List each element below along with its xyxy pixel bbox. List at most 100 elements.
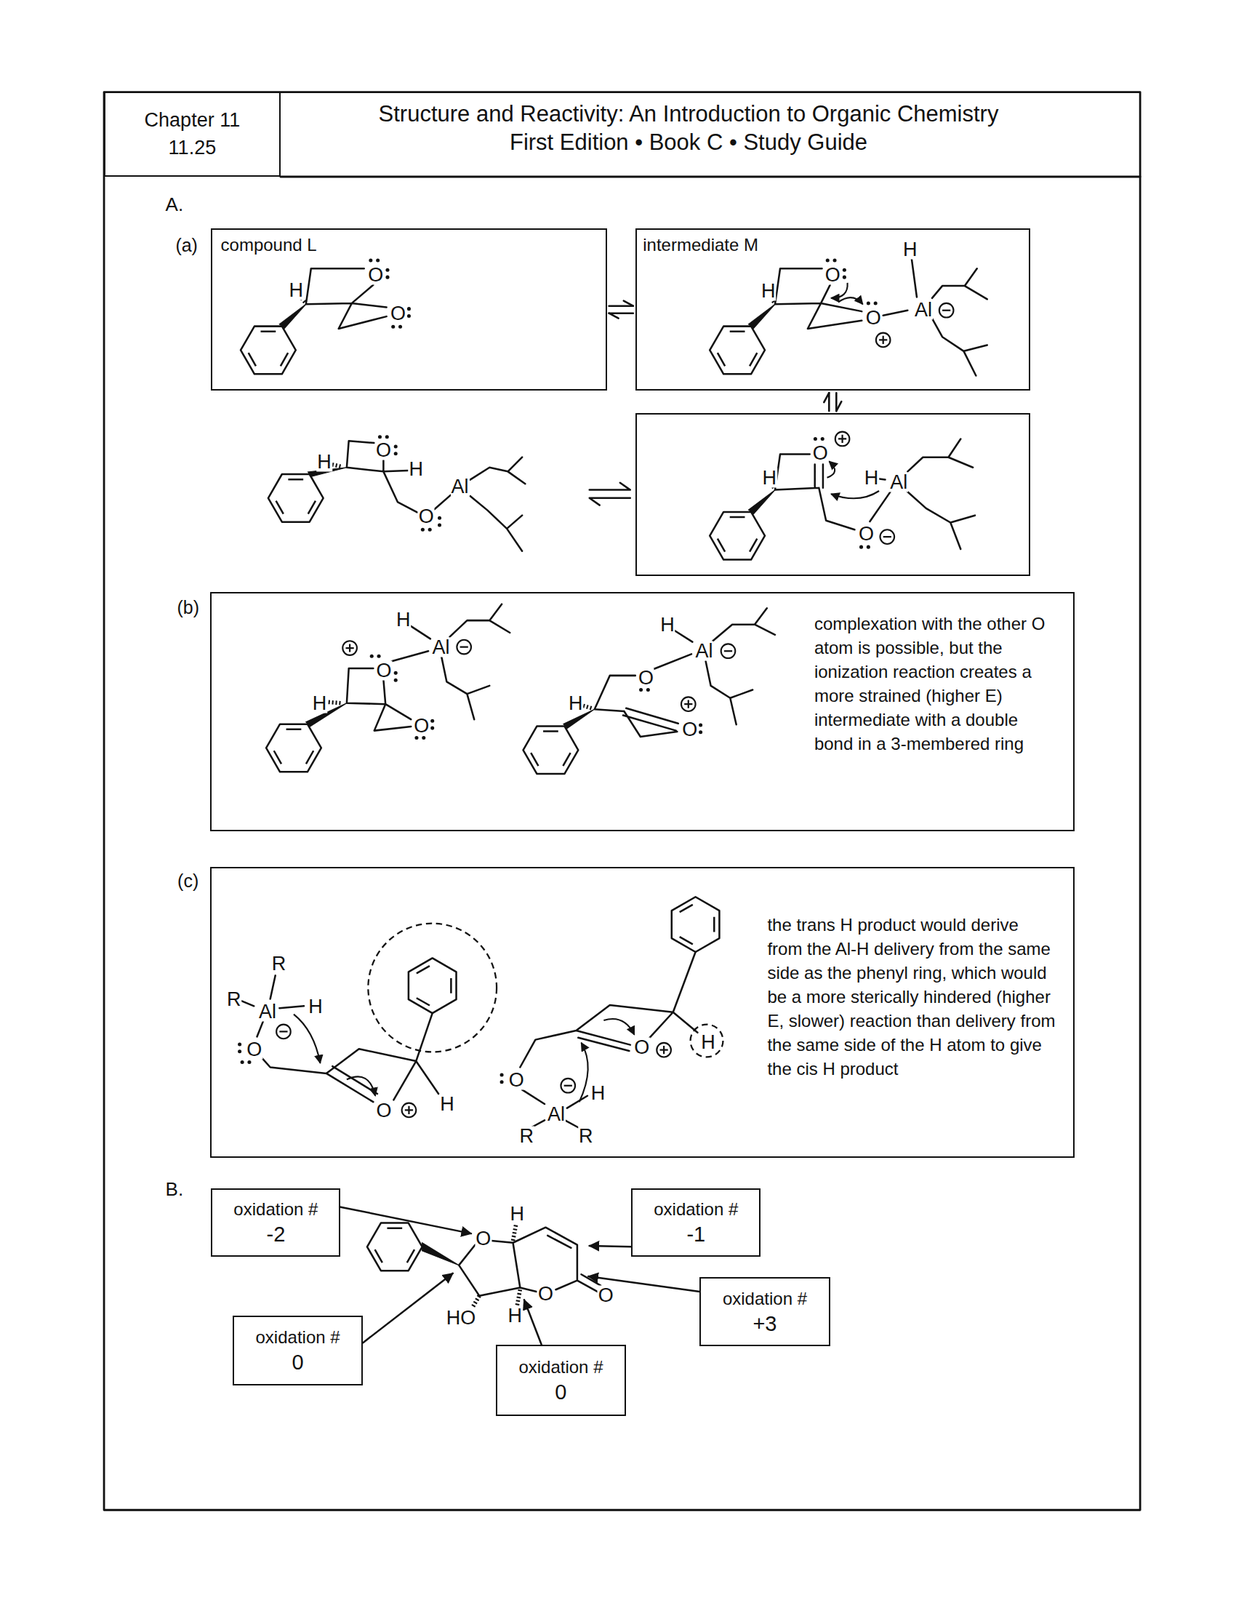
part-heading: (b): [176, 596, 200, 618]
leader-arrows: [340, 1206, 700, 1345]
oxocarbenium-structure: [709, 431, 975, 560]
lactone-structure: [471, 1223, 520, 1308]
hydride-delivery-structures: [579, 1042, 589, 1102]
complexation-structures: [721, 643, 736, 658]
aluminum-alkoxide-structure: [268, 434, 631, 552]
atom-label: O: [418, 506, 435, 526]
complexation-structures: [639, 687, 650, 692]
lactone-structure: [458, 1227, 601, 1296]
hydride-delivery-structures: [346, 1076, 376, 1095]
atom-label: O: [681, 719, 698, 740]
compound-l-structure: [279, 303, 306, 328]
leader-arrows: [524, 1299, 542, 1345]
intermediate-m-structure: [876, 332, 891, 348]
oxidation-box: oxidation #0: [495, 1344, 627, 1416]
atom-label: O: [508, 1069, 525, 1090]
oxocarbenium-structure: [835, 431, 850, 447]
oxocarbenium-structure: [879, 529, 895, 544]
aluminum-alkoxide-structure: [394, 444, 398, 456]
intermediate-m-structure: [866, 301, 878, 305]
hydride-delivery-structures: [560, 1078, 576, 1093]
atom-label: H: [761, 468, 778, 488]
atom-label: H: [288, 279, 305, 300]
arrow-line: [623, 301, 634, 307]
atom-label: O: [412, 715, 430, 736]
oxocarbenium-structure: [709, 511, 765, 560]
atom-label: H: [700, 1031, 717, 1052]
equilibrium-arrow: [823, 392, 842, 411]
problem-number: 11.25: [168, 135, 217, 160]
complexation-structures: [342, 640, 357, 656]
oxidation-box: oxidation #0: [232, 1315, 364, 1385]
complexation-structures: [523, 725, 579, 774]
oxidation-box: oxidation #-1: [631, 1188, 761, 1257]
hydride-delivery-structures: [603, 1018, 634, 1035]
hydride-delivery-structures: [690, 1024, 724, 1058]
oxidation-box: oxidation #+3: [699, 1276, 831, 1346]
intermediate-m-structure: [709, 326, 765, 375]
compound-l-structure: [368, 258, 380, 262]
intermediate-m-structure: [939, 303, 954, 318]
atom-label: Al: [546, 1104, 566, 1125]
atom-label: O: [812, 443, 829, 464]
lactone-structure: [367, 1222, 423, 1271]
structure-box: OHHAlO: [635, 412, 1031, 576]
atom-label: R: [519, 1125, 536, 1146]
atom-label: R: [271, 953, 288, 973]
complexation-structures: [430, 719, 435, 730]
atom-label: H: [567, 693, 584, 714]
oxidation-box: oxidation #-2: [210, 1188, 341, 1257]
intermediate-m-structure: [838, 297, 864, 304]
atom-label: Al: [450, 476, 470, 497]
oxidation-heading: oxidation #: [722, 1288, 808, 1309]
chapter-box: Chapter 1111.25: [103, 91, 281, 176]
oxocarbenium-structure: [748, 490, 776, 515]
atom-label: Al: [258, 1001, 278, 1021]
oxidation-heading: oxidation #: [653, 1198, 738, 1220]
hydride-delivery-structures: [241, 974, 439, 1102]
complexation-structures: [681, 696, 696, 712]
hydride-delivery-structures: [237, 896, 723, 1127]
atom-label: O: [857, 524, 875, 544]
aluminum-alkoxide-structure: [346, 440, 525, 551]
complexation-structures: [266, 604, 776, 774]
hydride-delivery-structures: [500, 1072, 504, 1084]
arrow-line: [609, 304, 634, 307]
atom-label: O: [537, 1283, 555, 1303]
answer-panel: (c)RRAlHOHOHOOAlHRRthe trans H product w…: [210, 866, 1075, 1158]
oxocarbenium-structure: [827, 460, 836, 477]
page-frame: [103, 92, 1141, 1511]
hydride-delivery-structures: [240, 1060, 252, 1064]
atom-label: O: [824, 264, 842, 285]
hydride-delivery-structures: [293, 1014, 320, 1063]
lactone-structure: [422, 1242, 459, 1266]
oxidation-heading: oxidation #: [255, 1326, 341, 1348]
compound-l-structure: [240, 258, 411, 374]
atom-label: H: [760, 281, 777, 302]
oxidation-number: 0: [291, 1350, 304, 1374]
oxidation-number: -2: [266, 1222, 286, 1246]
oxidation-number: -1: [686, 1222, 706, 1246]
atom-label: H: [863, 468, 880, 488]
intermediate-m-structure: [775, 259, 988, 376]
arrow-line: [609, 313, 619, 319]
complexation-structures: [594, 607, 776, 737]
page-frame: [103, 92, 1141, 1511]
leader-arrows: [362, 1273, 453, 1343]
atom-label: H: [408, 459, 425, 480]
atom-label: O: [375, 439, 392, 460]
atom-label: H: [439, 1094, 456, 1114]
atom-label: O: [597, 1285, 615, 1306]
atom-label: R: [226, 988, 243, 1009]
leader-arrows: [589, 1245, 632, 1247]
hydride-delivery-structures: [237, 1041, 242, 1053]
complexation-structures: [698, 722, 703, 734]
hydride-delivery-structures: [402, 1102, 417, 1118]
atom-label: H: [902, 239, 919, 259]
complexation-structures: [456, 639, 472, 655]
atom-label: O: [389, 303, 407, 324]
atom-label: O: [245, 1038, 263, 1059]
page-title: Structure and Reactivity: An Introductio…: [364, 99, 1013, 157]
oxocarbenium-structure: [813, 436, 825, 441]
